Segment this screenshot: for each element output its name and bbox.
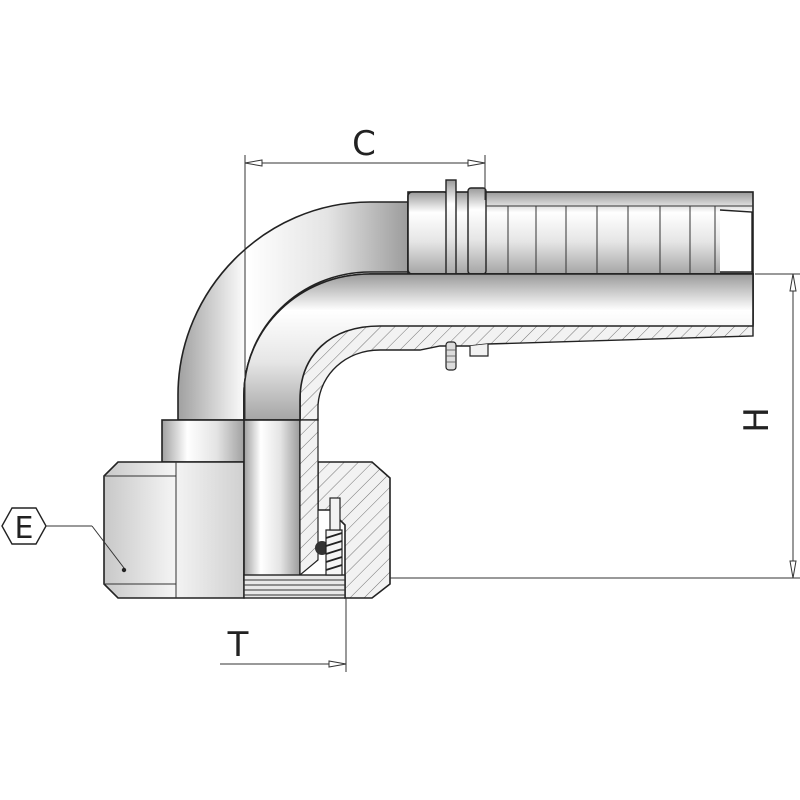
elbow-outer-bend <box>177 201 409 421</box>
hex-nut-outer <box>103 461 245 599</box>
dimension-c-label: C <box>352 124 376 164</box>
stem-collar <box>407 191 449 275</box>
seal-detail <box>315 497 343 576</box>
stem-step <box>469 344 489 357</box>
nut-stem <box>243 419 301 581</box>
dimension-t-label: T <box>227 625 249 665</box>
nut-inner-section <box>299 419 319 577</box>
barb-ribs <box>486 205 753 274</box>
stem-flange <box>445 179 457 277</box>
dimension-c: C <box>244 124 486 420</box>
callout-e-label: E <box>15 511 34 546</box>
callout-e: E <box>1 507 127 573</box>
stem-bore-horizontal <box>243 273 754 421</box>
dimension-t: T <box>220 598 347 672</box>
stem-body <box>407 191 754 275</box>
dimension-h: H <box>390 273 800 579</box>
dimension-h-label: H <box>737 407 777 433</box>
hex-nut-section <box>317 461 391 599</box>
thread-section <box>243 574 346 599</box>
stem-ring <box>467 187 487 275</box>
nut-neck <box>161 419 247 463</box>
